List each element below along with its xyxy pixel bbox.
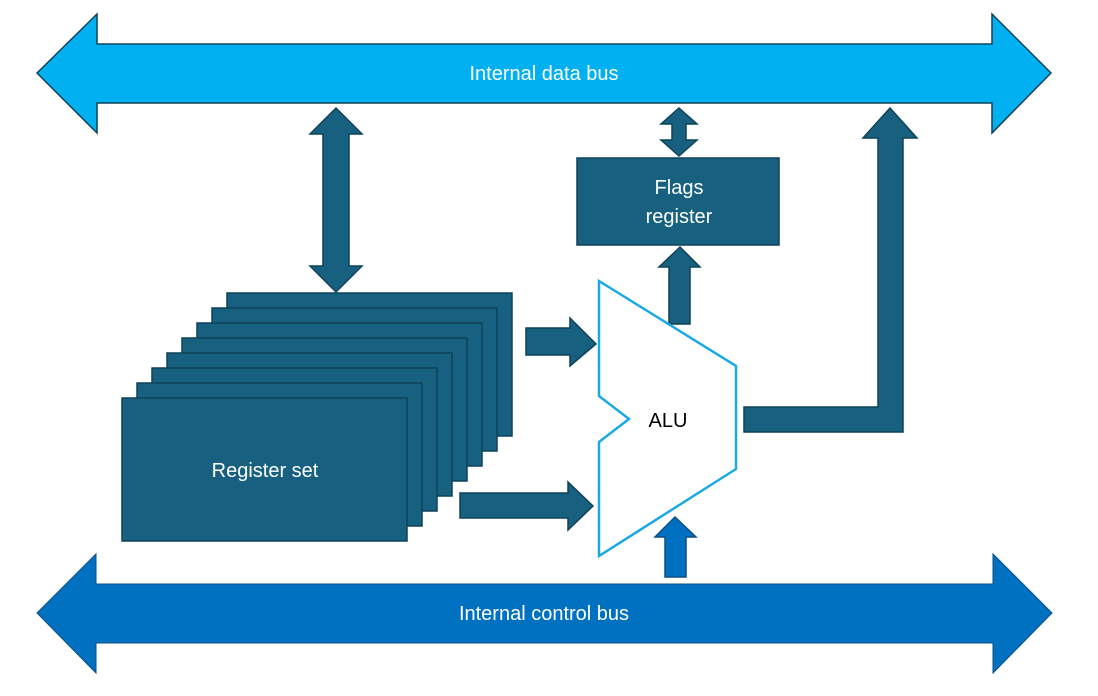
- flags-data-bus-arrow: [659, 106, 699, 158]
- register-alu-arrow-bottom: [459, 480, 595, 532]
- register-set-front-sheet: [121, 397, 408, 542]
- flags-register-box: [576, 157, 780, 246]
- internal-data-bus: Internal data bus: [35, 12, 1053, 135]
- control-alu-arrow: [653, 515, 698, 578]
- alu-flags-arrow: [657, 245, 702, 325]
- alu-label: ALU: [649, 410, 688, 432]
- internal-control-bus: Internal control bus: [36, 552, 1053, 675]
- alu: ALU: [597, 278, 738, 559]
- data-bus-arrow: [35, 12, 1053, 135]
- control-bus-label: Internal control bus: [459, 603, 629, 625]
- data-bus-label: Internal data bus: [470, 63, 619, 85]
- flags-register-label-line2: register: [646, 206, 713, 228]
- register-set: Register set: [121, 292, 513, 542]
- flags-register-label-line1: Flags: [655, 177, 704, 199]
- register-data-bus-arrow: [308, 106, 364, 294]
- control-bus-arrow: [36, 552, 1053, 675]
- register-set-label: Register set: [212, 460, 319, 482]
- alu-output-arrow: [743, 106, 919, 433]
- flags-register: Flags register: [576, 157, 780, 246]
- alu-shape: [597, 278, 738, 559]
- register-alu-arrow-top: [525, 316, 598, 368]
